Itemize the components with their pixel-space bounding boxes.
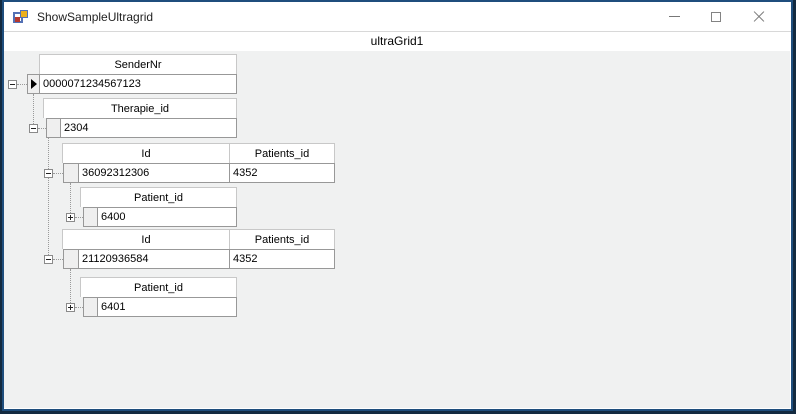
grid-cell-sendernr[interactable]: 0000071234567123 — [39, 74, 237, 94]
grid-cell-therapie-id[interactable]: 2304 — [60, 118, 237, 138]
window-controls — [653, 2, 791, 31]
tree-connector-line — [70, 183, 71, 213]
minimize-icon — [668, 16, 680, 17]
minimize-button[interactable] — [653, 2, 695, 31]
row-selector[interactable] — [27, 74, 39, 94]
column-header-sendernr[interactable]: SenderNr — [39, 54, 237, 74]
expand-row-icon[interactable] — [66, 303, 75, 312]
grid-cell-patients-id[interactable]: 4352 — [230, 163, 335, 183]
ultragrid: ultraGrid1 SenderNr 0000071234567123 The… — [4, 33, 790, 408]
column-header-patient-id[interactable]: Patient_id — [80, 187, 237, 207]
winforms-app-icon — [13, 9, 29, 25]
collapse-row-icon[interactable] — [44, 255, 53, 264]
close-icon — [753, 11, 764, 22]
grid-cell-patients-id[interactable]: 4352 — [230, 249, 335, 269]
grid-cell-patient-id[interactable]: 6401 — [97, 297, 237, 317]
app-icon-red-square — [15, 16, 20, 22]
grid-cell-id[interactable]: 21120936584 — [78, 249, 230, 269]
maximize-icon — [711, 11, 721, 22]
column-header-therapie-id[interactable]: Therapie_id — [43, 98, 237, 118]
row-selector[interactable] — [83, 297, 97, 317]
tree-connector-line — [53, 173, 63, 174]
row-selector[interactable] — [63, 163, 78, 183]
window-client-area: ShowSampleUltragrid ultraGrid1 SenderNr — [4, 2, 791, 409]
titlebar[interactable]: ShowSampleUltragrid — [4, 2, 791, 32]
active-row-arrow-icon — [31, 79, 37, 89]
row-selector[interactable] — [63, 249, 78, 269]
expand-row-icon[interactable] — [66, 213, 75, 222]
collapse-row-icon[interactable] — [8, 80, 17, 89]
row-selector[interactable] — [46, 118, 60, 138]
app-icon-orange-square — [20, 9, 28, 18]
tree-connector-line — [70, 269, 71, 303]
tree-connector-line — [53, 259, 63, 260]
tree-connector-line — [75, 217, 83, 218]
maximize-button[interactable] — [695, 2, 737, 31]
column-header-patients-id[interactable]: Patients_id — [230, 143, 335, 163]
window-title: ShowSampleUltragrid — [37, 9, 154, 24]
grid-cell-id[interactable]: 36092312306 — [78, 163, 230, 183]
tree-connector-line — [17, 84, 27, 85]
collapse-row-icon[interactable] — [44, 169, 53, 178]
row-selector[interactable] — [83, 207, 97, 227]
column-header-id[interactable]: Id — [62, 143, 230, 163]
collapse-row-icon[interactable] — [29, 124, 38, 133]
close-button[interactable] — [737, 2, 779, 31]
tree-connector-line — [75, 307, 83, 308]
tree-connector-line — [38, 128, 46, 129]
grid-caption: ultraGrid1 — [4, 33, 790, 51]
column-header-id[interactable]: Id — [62, 229, 230, 249]
tree-connector-line — [33, 94, 34, 124]
column-header-patients-id[interactable]: Patients_id — [230, 229, 335, 249]
grid-cell-patient-id[interactable]: 6400 — [97, 207, 237, 227]
column-header-patient-id[interactable]: Patient_id — [80, 277, 237, 297]
tree-connector-line — [48, 138, 49, 255]
